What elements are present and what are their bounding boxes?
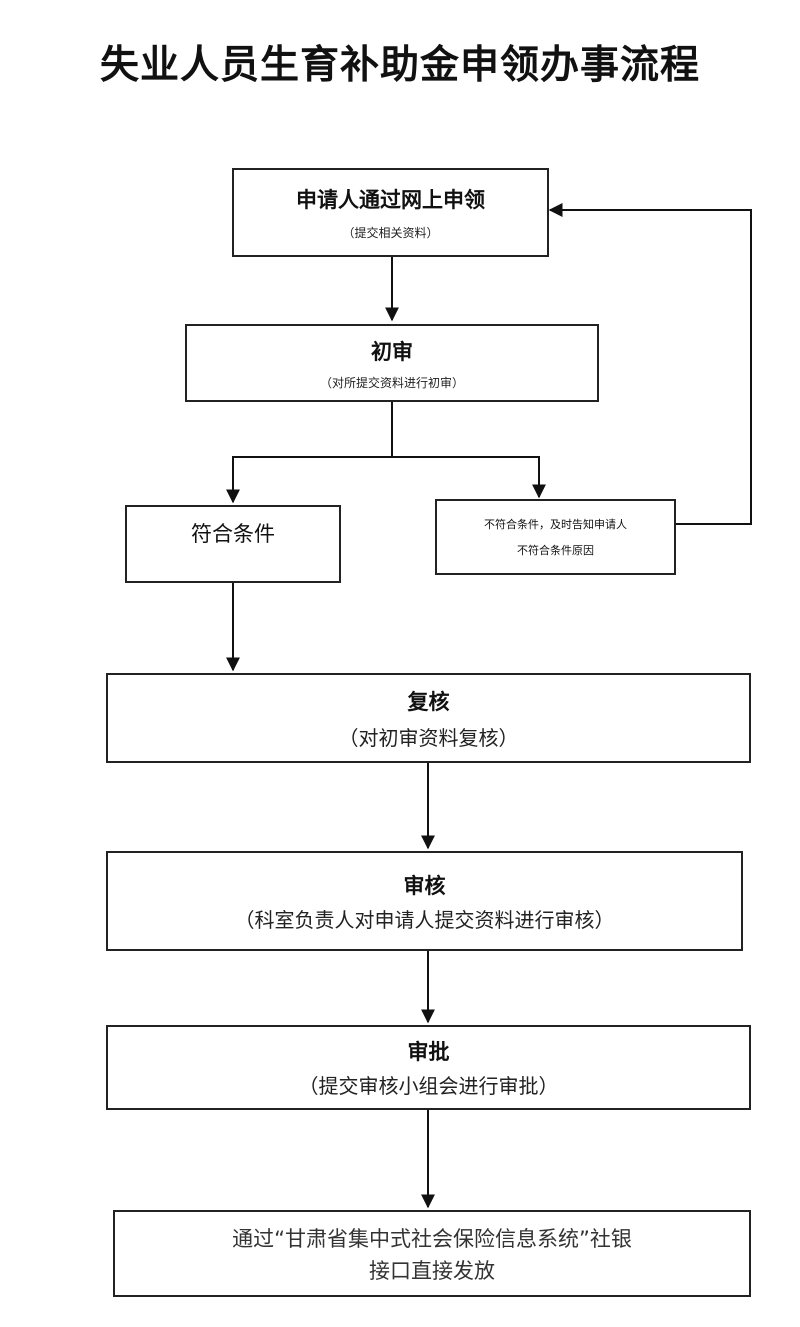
step-apply: 申请人通过网上申领 （提交相关资料） — [232, 168, 549, 257]
step-recheck-title: 复核 — [407, 689, 450, 714]
step-apply-title: 申请人通过网上申领 — [296, 188, 485, 212]
step-initial-review: 初审 （对所提交资料进行初审） — [185, 324, 599, 402]
step-recheck-note: （对初审资料复核） — [338, 725, 519, 750]
step-apply-note: （提交相关资料） — [342, 226, 439, 240]
step-approve: 审批 （提交审核小组会进行审批） — [106, 1025, 751, 1110]
step-unqualified: 不符合条件，及时告知申请人 不符合条件原因 — [435, 499, 676, 575]
step-audit-title: 审核 — [403, 873, 446, 898]
step-recheck: 复核 （对初审资料复核） — [106, 673, 751, 763]
step-issue: 通过“甘肃省集中式社会保险信息系统”社银 接口直接发放 — [113, 1210, 751, 1297]
branch-connector — [226, 402, 393, 504]
step-approve-note: （提交审核小组会进行审批） — [298, 1074, 559, 1098]
step-issue-line2: 接口直接发放 — [369, 1258, 495, 1283]
step-qualified: 符合条件 — [125, 505, 341, 583]
page-title: 失业人员生育补助金申领办事流程 — [99, 43, 700, 88]
step-issue-line1: 通过“甘肃省集中式社会保险信息系统”社银 — [232, 1226, 632, 1251]
step-audit-note: （科室负责人对申请人提交资料进行审核） — [234, 907, 615, 932]
step-unqualified-line2: 不符合条件原因 — [517, 544, 594, 557]
step-unqualified-line1: 不符合条件，及时告知申请人 — [484, 518, 627, 531]
step-initial-title: 初审 — [371, 339, 413, 364]
step-initial-note: （对所提交资料进行初审） — [319, 375, 464, 390]
step-audit: 审核 （科室负责人对申请人提交资料进行审核） — [106, 851, 743, 951]
branch-connector-right — [392, 456, 546, 499]
feedback-loop-arrow — [548, 203, 752, 525]
step-approve-title: 审批 — [407, 1040, 450, 1064]
step-qualified-title: 符合条件 — [191, 522, 275, 546]
